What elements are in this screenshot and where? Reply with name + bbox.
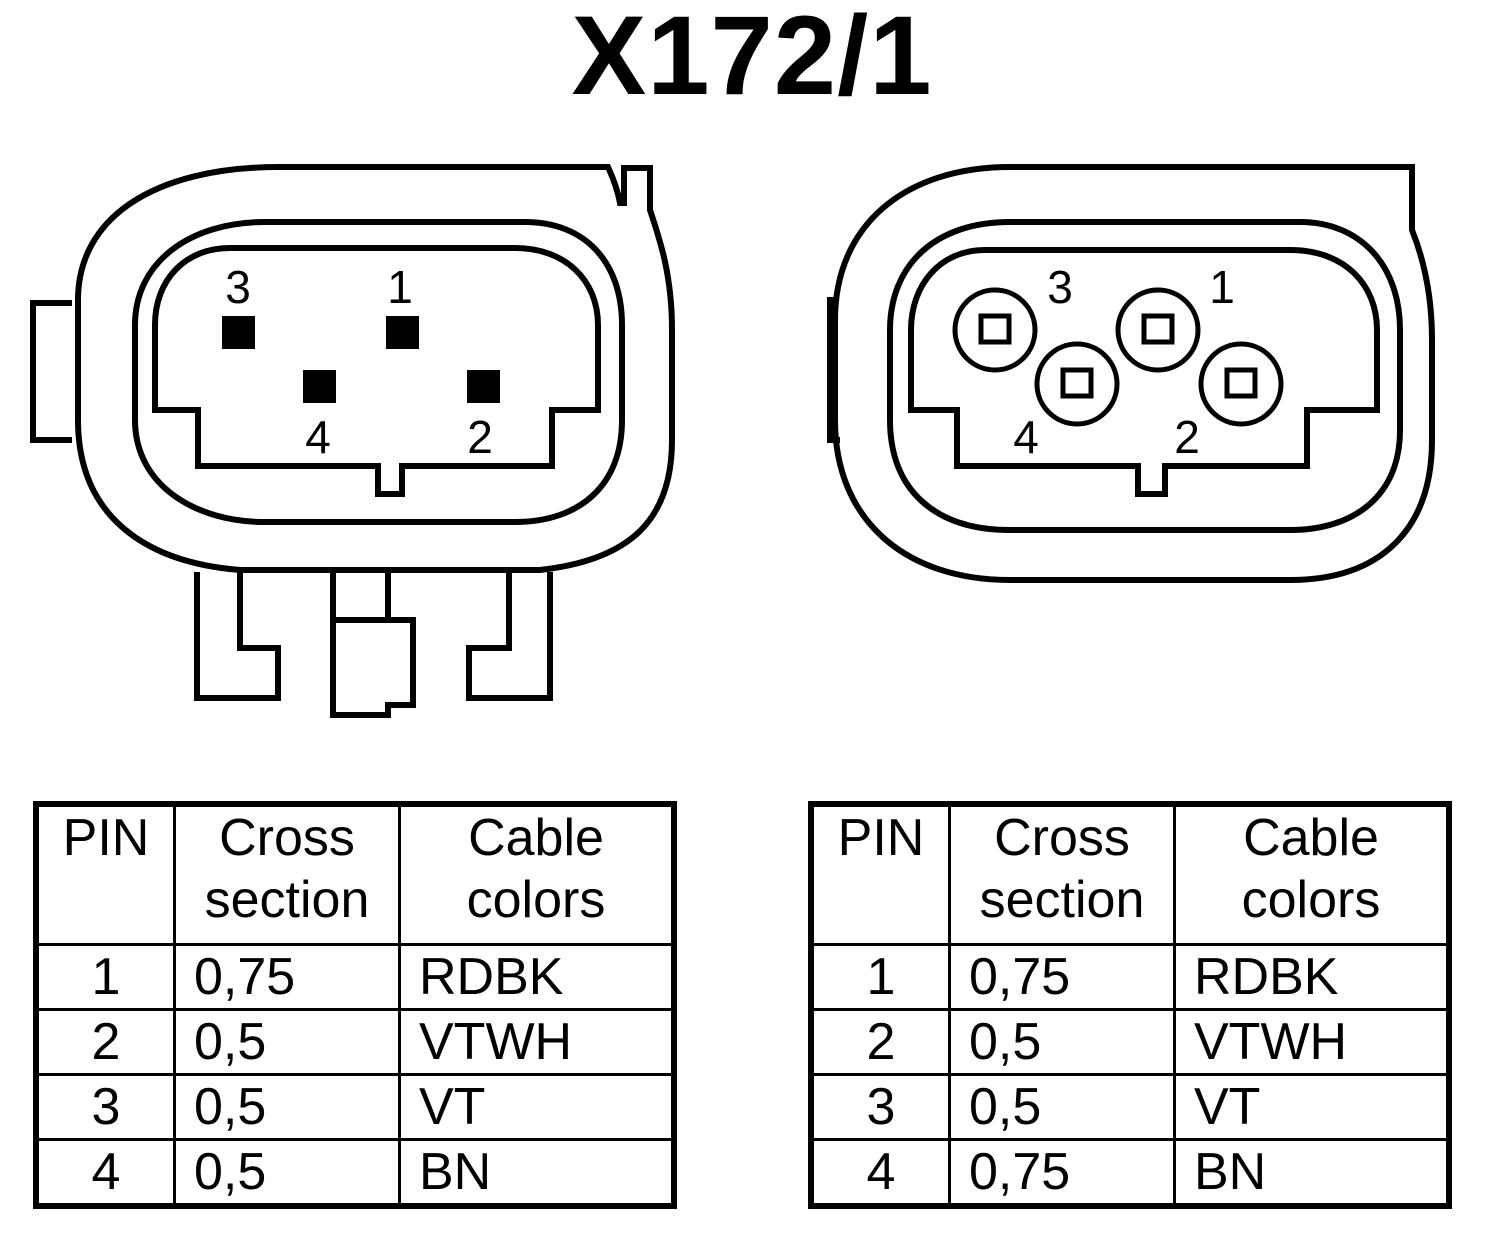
header-pin: PIN bbox=[34, 802, 176, 946]
cell-cable-color: RDBK bbox=[1173, 943, 1451, 1011]
table-row: 2 0,5 VTWH bbox=[34, 1008, 676, 1076]
left-pin-labels: 3 1 4 2 bbox=[225, 261, 493, 463]
cell-pin: 1 bbox=[34, 943, 176, 1011]
right-socket-pin4 bbox=[1034, 341, 1120, 427]
table-row: 1 0,75 RDBK bbox=[34, 943, 676, 1011]
cell-cross-section: 0,75 bbox=[948, 1138, 1176, 1208]
cell-cable-color: RDBK bbox=[398, 943, 676, 1011]
right-socket-pin1 bbox=[1115, 287, 1201, 373]
left-contact-pin4 bbox=[303, 370, 336, 403]
left-pin-label-4: 4 bbox=[305, 411, 331, 463]
cell-cross-section: 0,5 bbox=[948, 1008, 1176, 1076]
cell-cable-color: BN bbox=[1173, 1138, 1451, 1208]
cell-cross-section: 0,5 bbox=[173, 1073, 401, 1141]
left-terminal-2 bbox=[330, 572, 416, 718]
cell-pin: 3 bbox=[809, 1073, 951, 1141]
cell-cross-section: 0,75 bbox=[948, 943, 1176, 1011]
table-row: 3 0,5 VT bbox=[34, 1073, 676, 1141]
left-side-latch bbox=[30, 300, 72, 443]
right-socket-pin3 bbox=[952, 287, 1038, 373]
left-contacts bbox=[222, 316, 500, 403]
left-contact-pin2 bbox=[467, 370, 500, 403]
header-pin: PIN bbox=[809, 802, 951, 946]
cell-cross-section: 0,5 bbox=[173, 1138, 401, 1208]
cell-pin: 4 bbox=[34, 1138, 176, 1208]
connector-diagram: 3 1 4 2 3 1 4 2 bbox=[30, 164, 1435, 718]
right-pin-label-1: 1 bbox=[1209, 261, 1235, 313]
cell-cable-color: VT bbox=[398, 1073, 676, 1141]
right-outer-housing bbox=[832, 164, 1435, 583]
right-pin-label-3: 3 bbox=[1047, 261, 1073, 313]
left-pin-label-3: 3 bbox=[225, 261, 251, 313]
right-contact-cavity bbox=[908, 247, 1380, 497]
cell-pin: 1 bbox=[809, 943, 951, 1011]
cell-pin: 2 bbox=[34, 1008, 176, 1076]
left-pin-label-1: 1 bbox=[387, 261, 413, 313]
cell-cable-color: BN bbox=[398, 1138, 676, 1208]
diagram-title: X172/1 bbox=[571, 0, 933, 118]
cell-cross-section: 0,75 bbox=[173, 943, 401, 1011]
right-inner-ring bbox=[887, 219, 1403, 533]
table-row: 3 0,5 VT bbox=[809, 1073, 1451, 1141]
left-outer-housing bbox=[75, 164, 675, 573]
left-contact-pin3 bbox=[222, 316, 255, 349]
right-sockets bbox=[952, 287, 1284, 427]
right-socket-pin2 bbox=[1198, 341, 1284, 427]
left-contact-pin1 bbox=[386, 316, 419, 349]
left-pin-label-2: 2 bbox=[467, 411, 493, 463]
cell-cable-color: VTWH bbox=[1173, 1008, 1451, 1076]
table-row: 4 0,5 BN bbox=[34, 1138, 676, 1208]
left-terminal-3 bbox=[466, 572, 553, 701]
cell-cross-section: 0,5 bbox=[173, 1008, 401, 1076]
right-pin-label-4: 4 bbox=[1013, 411, 1039, 463]
table-row: 4 0,75 BN bbox=[809, 1138, 1451, 1208]
cell-pin: 2 bbox=[809, 1008, 951, 1076]
table-row: 1 0,75 RDBK bbox=[809, 943, 1451, 1011]
cell-cable-color: VTWH bbox=[398, 1008, 676, 1076]
cell-pin: 4 bbox=[809, 1138, 951, 1208]
right-pin-label-2: 2 bbox=[1174, 411, 1200, 463]
cell-cable-color: VT bbox=[1173, 1073, 1451, 1141]
table-row: 2 0,5 VTWH bbox=[809, 1008, 1451, 1076]
left-terminal-1 bbox=[194, 572, 281, 701]
left-inner-ring bbox=[132, 219, 625, 525]
left-connector bbox=[30, 164, 675, 718]
cell-cross-section: 0,5 bbox=[948, 1073, 1176, 1141]
left-contact-cavity bbox=[152, 245, 601, 497]
right-pin-labels: 3 1 4 2 bbox=[1013, 261, 1235, 463]
cell-pin: 3 bbox=[34, 1073, 176, 1141]
right-connector bbox=[827, 164, 1435, 583]
